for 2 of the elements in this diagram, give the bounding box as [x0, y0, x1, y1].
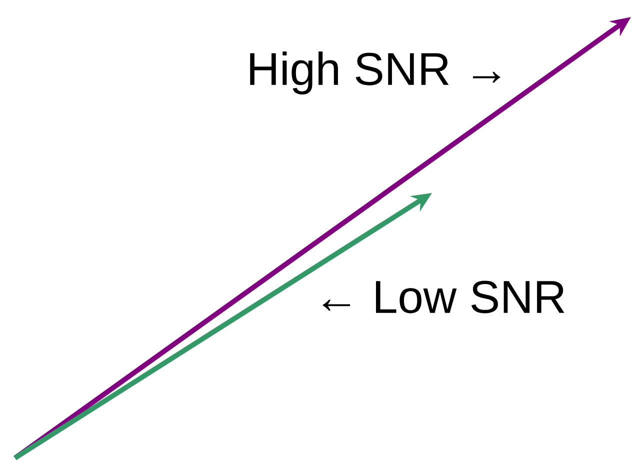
- axis-label: High SNR →: [250, 52, 500, 94]
- axis-label: ← Low SNR: [322, 280, 564, 314]
